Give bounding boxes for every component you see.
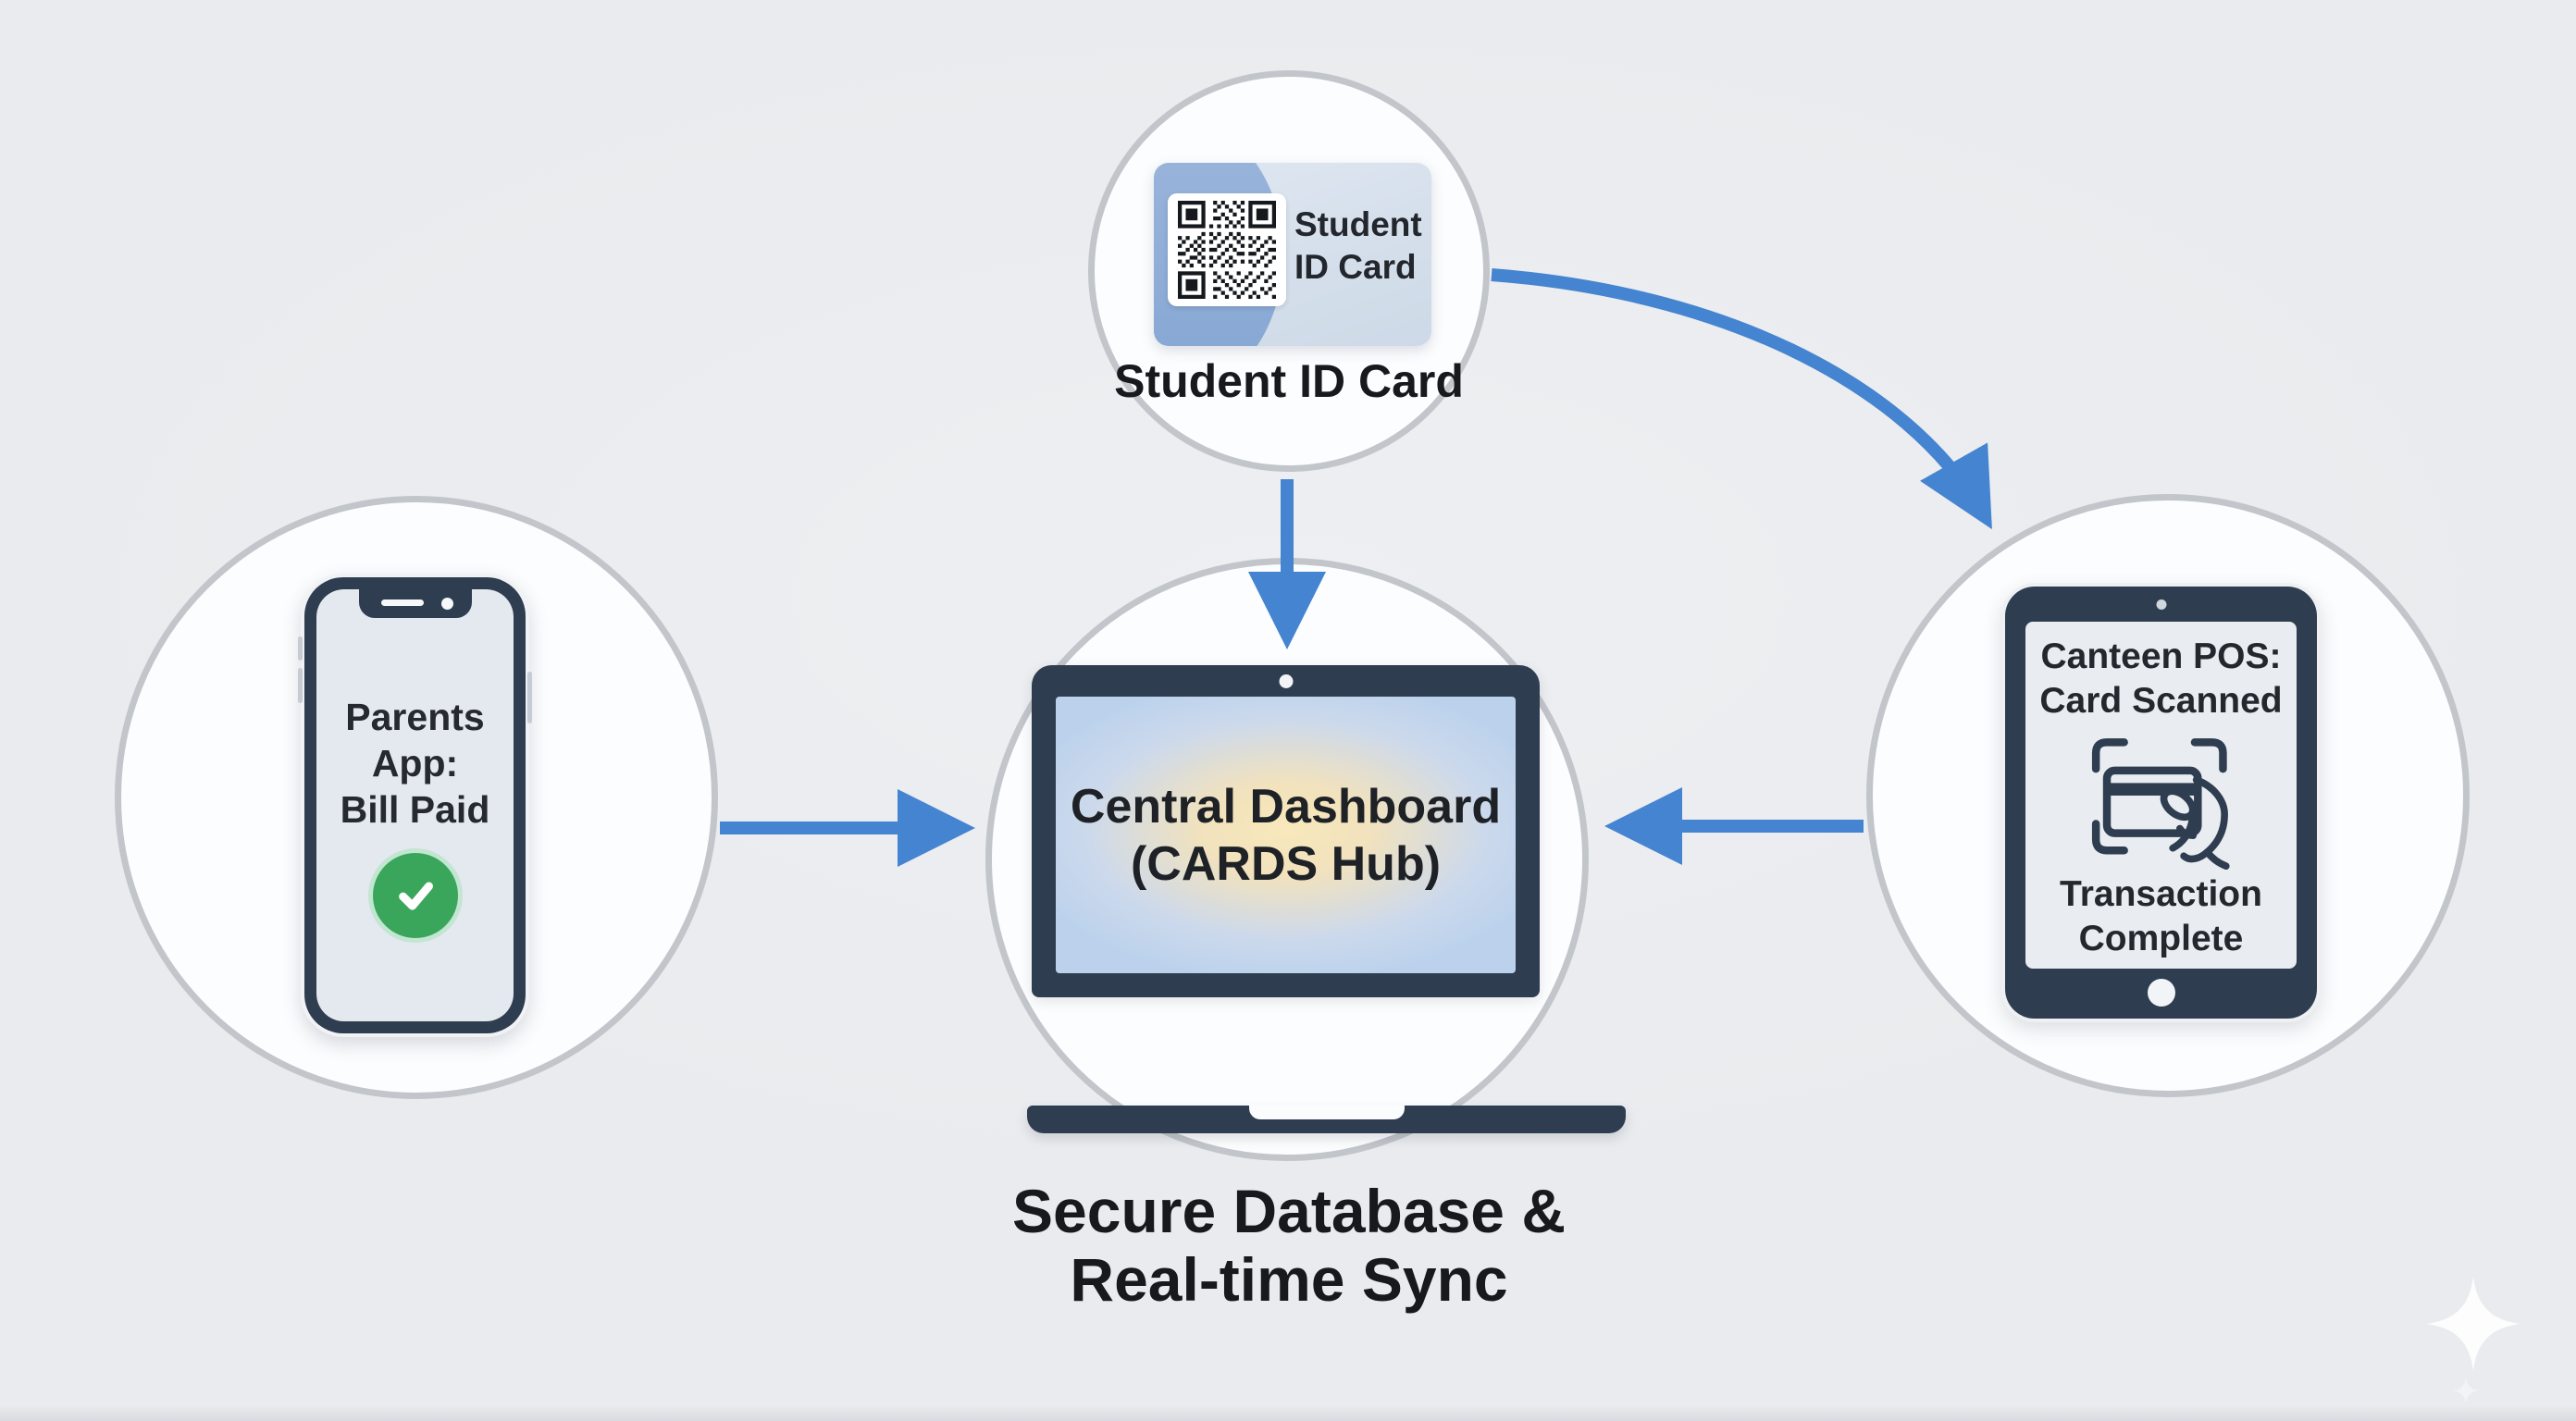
parents-app-line1: Parents xyxy=(345,696,485,738)
bottom-shade-decoration xyxy=(0,1406,2576,1421)
phone-notch xyxy=(358,589,472,618)
transaction-line2: Complete xyxy=(2078,919,2244,958)
smartphone-illustration: Parents App: Bill Paid xyxy=(298,574,532,1037)
parents-app-line3: Bill Paid xyxy=(340,788,490,831)
footer-line1: Secure Database & xyxy=(1012,1177,1566,1245)
phone-volume-button xyxy=(298,636,303,661)
card-title-line1: Student xyxy=(1294,205,1422,243)
transaction-status-text: Transaction Complete xyxy=(2060,872,2262,961)
phone-volume-button xyxy=(298,668,303,703)
laptop-base xyxy=(1027,1106,1626,1133)
pos-status-text: Canteen POS: Card Scanned xyxy=(2039,635,2282,723)
tablet-home-button xyxy=(2147,979,2175,1007)
parents-node-circle: Parents App: Bill Paid xyxy=(115,496,718,1099)
pos-status-line2: Card Scanned xyxy=(2039,681,2283,721)
phone-power-button xyxy=(527,672,532,723)
hub-node-circle: Central Dashboard (CARDS Hub) xyxy=(985,558,1626,1161)
pos-node-circle: Canteen POS: Card Scanned xyxy=(1866,494,2470,1097)
card-title: Student ID Card xyxy=(1294,204,1422,289)
pos-status-line1: Canteen POS: xyxy=(2040,636,2282,676)
phone-camera-icon xyxy=(440,598,453,610)
laptop-latch-notch xyxy=(1248,1106,1405,1119)
laptop-illustration: Central Dashboard (CARDS Hub) xyxy=(1027,665,1626,1133)
footer-caption: Secure Database & Real-time Sync xyxy=(873,1177,1705,1314)
student-card-caption: Student ID Card xyxy=(1114,355,1464,407)
dashboard-title: Central Dashboard (CARDS Hub) xyxy=(1071,778,1501,893)
dashboard-title-line2: (CARDS Hub) xyxy=(1130,836,1442,891)
card-scan-icon xyxy=(2091,738,2230,871)
success-check-icon xyxy=(372,853,458,938)
laptop-webcam-icon xyxy=(1279,674,1293,688)
dashboard-title-line1: Central Dashboard xyxy=(1070,779,1502,834)
sparkle-icon xyxy=(2426,1277,2520,1371)
sparkle-small-icon xyxy=(2452,1377,2480,1404)
laptop-screen: Central Dashboard (CARDS Hub) xyxy=(1056,697,1516,973)
parents-app-line2: App: xyxy=(371,742,459,785)
arrow-card-to-pos xyxy=(1491,268,1992,530)
phone-speaker-icon xyxy=(380,599,424,606)
tablet-illustration: Canteen POS: Card Scanned xyxy=(2001,583,2321,1022)
footer-line2: Real-time Sync xyxy=(1070,1245,1508,1314)
parents-app-text: Parents App: Bill Paid xyxy=(341,694,490,833)
phone-screen: Parents App: Bill Paid xyxy=(316,589,514,1021)
card-title-line2: ID Card xyxy=(1294,248,1417,286)
tablet-screen: Canteen POS: Card Scanned xyxy=(2025,622,2297,969)
qr-code-icon xyxy=(1168,193,1286,306)
transaction-line1: Transaction xyxy=(2060,874,2262,914)
card-illustration: Student ID Card xyxy=(1154,163,1431,346)
tablet-camera-icon xyxy=(2156,599,2166,610)
student-card-node-circle: Student ID Card Student ID Card xyxy=(1088,70,1490,472)
